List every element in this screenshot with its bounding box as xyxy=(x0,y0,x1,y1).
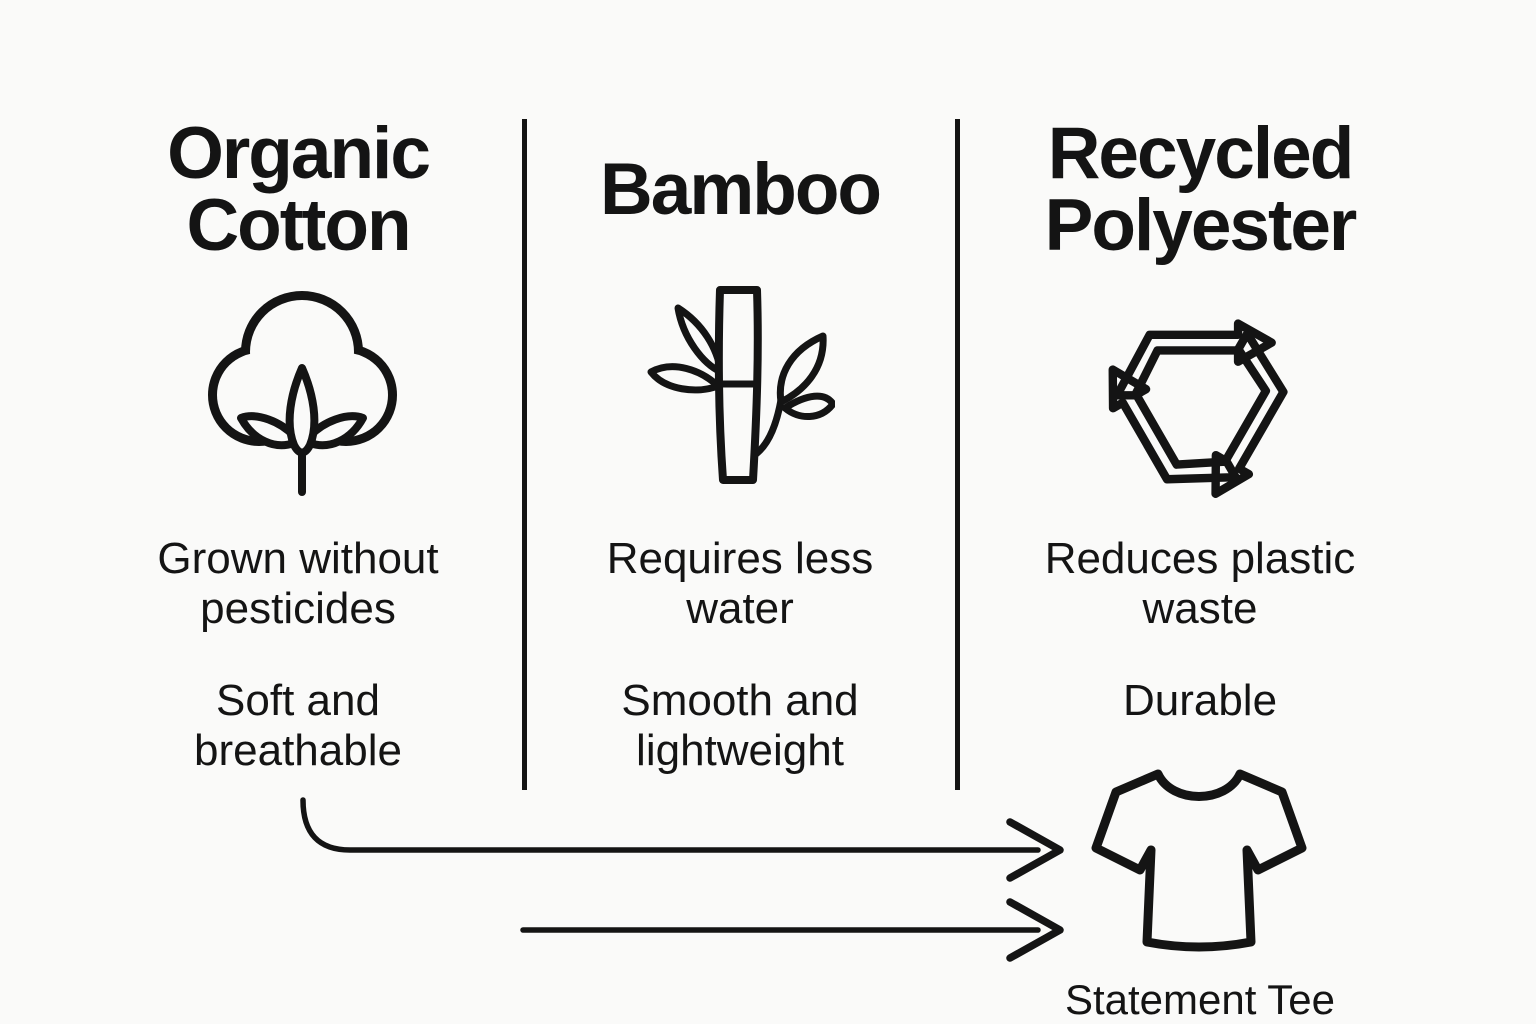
feature-recycled-polyester-2: Durable xyxy=(980,676,1420,786)
feature-line: Grown without xyxy=(157,534,439,583)
tshirt-icon xyxy=(1091,769,1307,952)
result-label: Statement Tee xyxy=(1064,976,1336,1023)
recycle-icon xyxy=(1108,319,1288,498)
feature-organic-cotton-1: Grown without pesticides xyxy=(78,534,518,644)
bamboo-icon xyxy=(647,286,835,484)
feature-line: breathable xyxy=(194,726,402,775)
column-divider xyxy=(522,119,527,790)
flow-arrow-1 xyxy=(300,797,1064,882)
column-title-bamboo: Bamboo xyxy=(520,118,960,262)
feature-line: Smooth and xyxy=(621,676,859,725)
feature-line: water xyxy=(686,584,794,633)
feature-bamboo-2: Smooth and lightweight xyxy=(520,676,960,786)
flow-arrows xyxy=(300,797,1064,962)
feature-line: Reduces plastic xyxy=(1044,534,1356,583)
title-line: Bamboo xyxy=(600,149,882,230)
column-divider xyxy=(955,119,960,790)
feature-recycled-polyester-1: Reduces plastic waste xyxy=(980,534,1420,644)
cotton-boll-icon xyxy=(208,291,397,496)
column-title-recycled-polyester: Recycled Polyester xyxy=(980,113,1420,266)
title-line: Polyester xyxy=(1044,185,1358,266)
feature-bamboo-1: Requires less water xyxy=(520,534,960,644)
title-line: Cotton xyxy=(186,185,411,266)
feature-line: pesticides xyxy=(200,584,396,633)
feature-line: Requires less xyxy=(606,534,874,583)
feature-organic-cotton-2: Soft and breathable xyxy=(78,676,518,786)
title-line: Recycled xyxy=(1047,113,1355,194)
feature-line: Durable xyxy=(1122,676,1278,725)
flow-arrow-2 xyxy=(520,898,1064,962)
feature-line: waste xyxy=(1142,584,1258,633)
column-title-organic-cotton: Organic Cotton xyxy=(78,113,518,266)
title-line: Organic xyxy=(167,113,431,194)
feature-line: lightweight xyxy=(636,726,844,775)
feature-line: Soft and xyxy=(216,676,380,725)
